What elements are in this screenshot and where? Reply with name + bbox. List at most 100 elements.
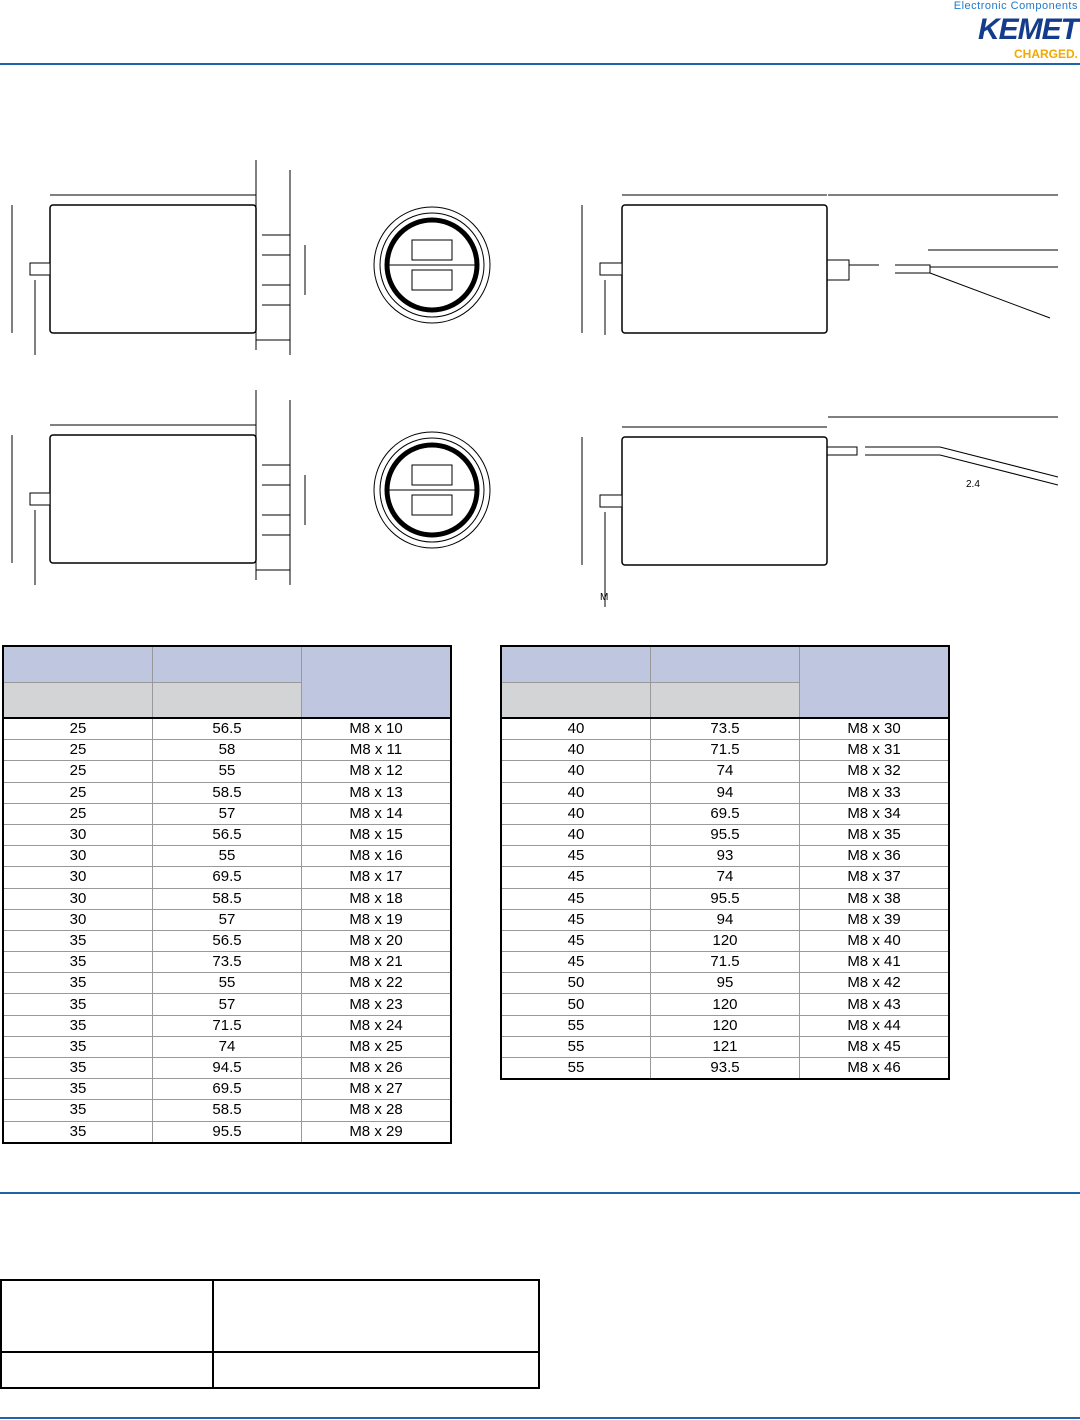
table-cell: M8 x 19 [301,908,451,931]
header-divider [0,63,1080,65]
table-cell: 25 [2,781,153,804]
table-cell: M8 x 24 [301,1014,451,1037]
table-cell: M8 x 31 [799,739,949,761]
section-divider [0,1192,1080,1194]
table-cell: 25 [2,760,153,783]
table-cell: M8 x 32 [799,760,949,783]
table-cell: M8 x 18 [301,887,451,910]
drawing-end-view-2 [373,431,491,549]
table-cell: 35 [2,1035,153,1058]
table-cell: 55 [152,760,302,783]
table-cell: 55 [500,1035,651,1058]
table-cell: 69.5 [152,1078,302,1100]
table-cell: M8 x 22 [301,972,451,994]
table-cell: 45 [500,951,651,973]
table-cell: 35 [2,951,153,973]
wire-dimension-label: 2.4 [966,479,980,490]
table-cell: 73.5 [152,951,302,973]
table-cell: 55 [152,845,302,867]
table-cell: 69.5 [650,802,800,825]
dimension-drawings: 2.4 M [11,160,1059,607]
table-cell: 30 [2,845,153,867]
table-cell: 120 [650,1014,800,1037]
table-cell: M8 x 30 [799,717,949,740]
table-cell: 57 [152,802,302,825]
table-cell: 120 [650,929,800,952]
table-cell: 58.5 [152,1099,302,1122]
table-cell: 94.5 [152,1056,302,1079]
table-cell: 94 [650,781,800,804]
table-cell: 95 [650,972,800,994]
table-cell: 45 [500,908,651,931]
table-cell: 40 [500,802,651,825]
table-cell: 95.5 [152,1120,302,1143]
table-cell: 120 [650,993,800,1016]
table-cell: M8 x 12 [301,760,451,783]
table-cell: M8 x 16 [301,845,451,867]
table-cell: 30 [2,823,153,846]
table-cell: 35 [2,1120,153,1143]
table-cell: 58.5 [152,887,302,910]
table-cell: M8 x 20 [301,929,451,952]
table-cell: 40 [500,781,651,804]
table-cell: M8 x 46 [799,1057,949,1080]
table-cell: M8 x 37 [799,866,949,888]
table-cell: 35 [2,993,153,1016]
drawing-tab-side-1 [11,160,306,355]
table-cell: M8 x 14 [301,802,451,825]
table-cell: 55 [152,972,302,994]
table-cell: 93 [650,845,800,867]
table-cell: 45 [500,887,651,910]
table-cell: 71.5 [650,951,800,973]
table-cell: 40 [500,739,651,761]
drawing-end-view-1 [373,206,491,324]
table-cell: M8 x 28 [301,1099,451,1122]
table-cell: M8 x 26 [301,1056,451,1079]
table-cell: 121 [650,1035,800,1058]
table-cell: 45 [500,866,651,888]
table-cell: 69.5 [152,866,302,888]
table-cell: 57 [152,908,302,931]
drawing-wire-side-1 [581,194,1058,335]
table-cell: M8 x 25 [301,1035,451,1058]
bottom-table [0,1279,540,1389]
table-cell: 73.5 [650,717,800,740]
table-cell: M8 x 35 [799,823,949,846]
table-cell: 45 [500,929,651,952]
table-cell: 50 [500,972,651,994]
table-cell: 30 [2,908,153,931]
table-cell: M8 x 15 [301,823,451,846]
table-cell: M8 x 44 [799,1014,949,1037]
table-cell: M8 x 11 [301,739,451,761]
table-cell: M8 x 43 [799,993,949,1016]
table-cell: 25 [2,717,153,740]
table-cell: 35 [2,1056,153,1079]
table-cell: M8 x 21 [301,951,451,973]
table-cell: 94 [650,908,800,931]
table-cell: 35 [2,1078,153,1100]
table-cell: 56.5 [152,717,302,740]
table-cell: 74 [152,1035,302,1058]
